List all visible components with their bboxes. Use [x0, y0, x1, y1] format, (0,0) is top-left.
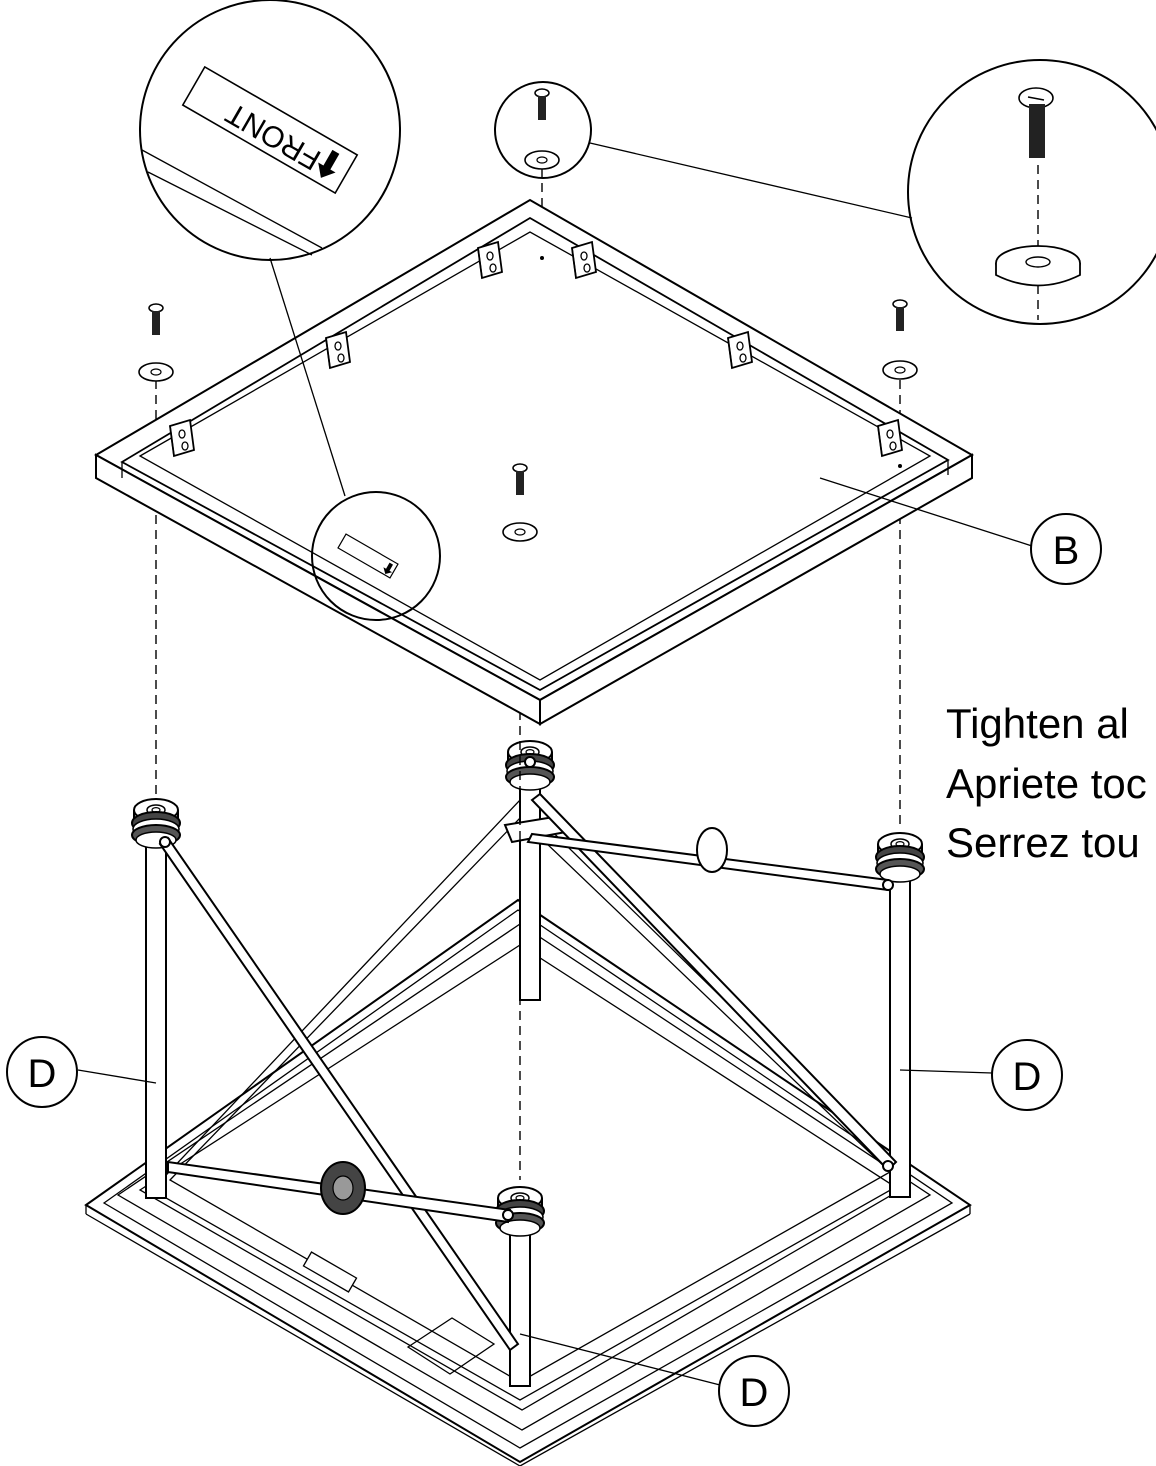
screw-detail-circle	[494, 81, 592, 179]
part-label-b: B	[1053, 529, 1080, 573]
zoom-callout-screw	[589, 59, 1156, 325]
zoom-callout-small	[311, 491, 441, 621]
part-label-d-left: D	[28, 1052, 57, 1096]
instruction-spanish: Apriete toc	[946, 760, 1147, 807]
part-label-d-front: D	[740, 1371, 769, 1415]
instruction-french: Serrez tou	[946, 819, 1140, 866]
rosette-icon	[320, 1161, 366, 1215]
leg-left	[131, 798, 181, 1199]
arrow-down-icon	[318, 149, 340, 178]
part-callouts: B D D D	[6, 477, 1102, 1427]
leg-right	[875, 832, 925, 1198]
instruction-english: Tighten al	[946, 700, 1129, 747]
stretchers	[158, 756, 898, 1352]
leg-center-back	[505, 740, 555, 1001]
part-label-d-right: D	[1013, 1055, 1042, 1099]
apron-frame	[93, 198, 975, 726]
